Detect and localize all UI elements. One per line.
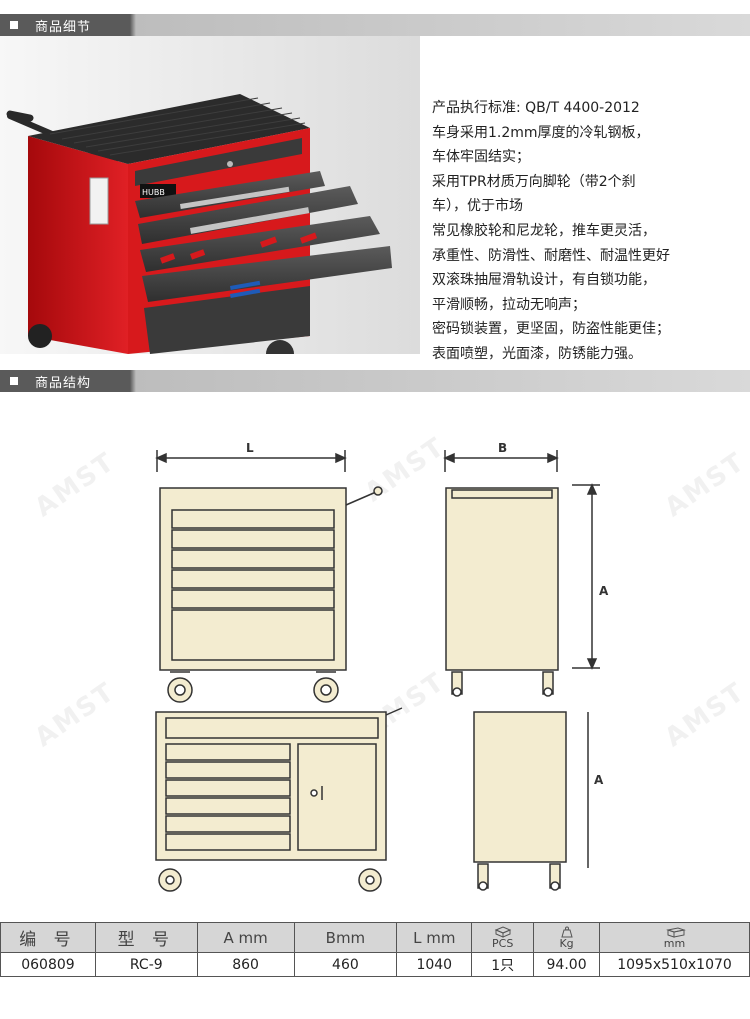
feature-line: 密码锁装置，更坚固，防盗性能更佳；	[432, 321, 670, 338]
dimension-label-a: A	[599, 584, 609, 598]
cell-b: 460	[293, 952, 398, 977]
feature-list: 产品执行标准: QB/T 4400-2012 车身采用1.2mm厚度的冷轧钢板，…	[432, 96, 747, 367]
col-header-model: 型 号	[94, 922, 198, 953]
section-header-structure: 商品结构	[0, 370, 750, 392]
feature-line: 平滑顺畅，拉动无响声；	[432, 296, 586, 313]
tool-cabinet-illustration: HUBB	[0, 36, 420, 354]
col-header-code: 编 号	[0, 922, 96, 953]
dimension-label-a-lower: A	[594, 773, 604, 787]
brand-badge-text: HUBB	[142, 188, 165, 197]
cell-kg: 94.00	[533, 952, 601, 977]
package-size-icon	[665, 927, 686, 938]
cell-pcs: 1只	[471, 952, 535, 977]
cell-a: 860	[196, 952, 295, 977]
feature-line: 产品执行标准: QB/T 4400-2012	[432, 100, 640, 116]
feature-line: 双滚珠抽屉滑轨设计，有自锁功能，	[432, 272, 656, 289]
cell-model: RC-9	[94, 952, 198, 977]
cell-l: 1040	[396, 952, 473, 977]
dimension-label-l: L	[246, 441, 254, 455]
cell-package-size: 1095x510x1070	[599, 952, 750, 977]
section-title: 商品细节	[35, 20, 92, 35]
section-header-details: 商品细节	[0, 14, 750, 36]
feature-line: 车），优于市场	[432, 198, 523, 215]
square-bullet-icon	[10, 377, 18, 385]
feature-line: 车体牢固结实；	[432, 149, 530, 166]
product-photo: HUBB	[0, 36, 420, 354]
structure-diagrams: L B A A	[0, 400, 750, 910]
weight-icon	[560, 926, 573, 938]
size-unit-label: mm	[663, 937, 686, 950]
col-header-b: Bmm	[293, 922, 398, 953]
table-header-row: 编 号 型 号 A mm Bmm L mm PCS Kg	[0, 922, 750, 953]
col-header-size: mm	[599, 922, 750, 953]
square-bullet-icon	[10, 21, 18, 29]
feature-line: 承重性、防滑性、耐磨性、耐温性更好	[432, 247, 670, 264]
box-icon	[494, 926, 511, 938]
cell-code: 060809	[0, 952, 96, 977]
feature-line: 车身采用1.2mm厚度的冷轧钢板，	[432, 124, 650, 141]
cabinet-line-drawing: L B A A	[155, 441, 609, 892]
col-header-pcs: PCS	[471, 922, 535, 953]
feature-line: 表面喷塑，光面漆，防锈能力强。	[432, 345, 642, 362]
table-row: 060809 RC-9 860 460 1040 1只 94.00 1095x5…	[0, 952, 750, 977]
feature-line: 常见橡胶轮和尼龙轮，推车更灵活，	[432, 222, 656, 239]
col-header-a: A mm	[196, 922, 295, 953]
pcs-label: PCS	[492, 937, 514, 950]
spec-table: 编 号 型 号 A mm Bmm L mm PCS Kg	[0, 922, 750, 977]
feature-line: 采用TPR材质万向脚轮（带2个刹	[432, 173, 636, 190]
kg-label: Kg	[559, 937, 574, 950]
col-header-kg: Kg	[533, 922, 601, 953]
col-header-l: L mm	[396, 922, 473, 953]
section-title: 商品结构	[35, 376, 92, 391]
dimension-label-b: B	[498, 441, 507, 455]
